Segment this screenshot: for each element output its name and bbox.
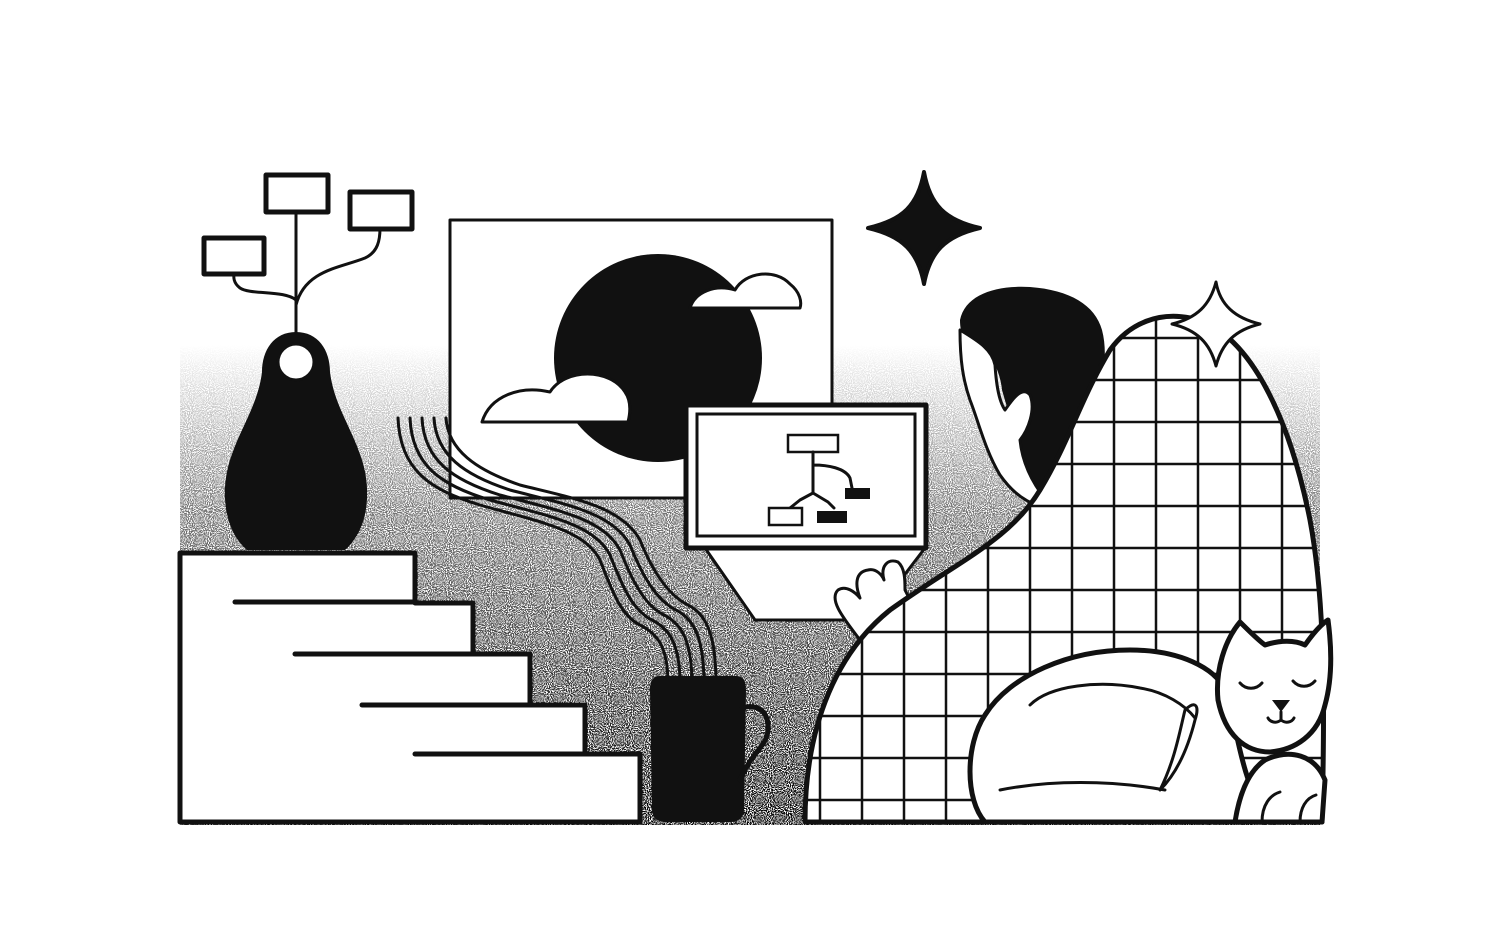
sleeping-cat [967,617,1334,825]
plant-card-top [263,172,331,215]
outline-star-icon [1170,280,1262,368]
plant-card-left [201,235,267,277]
flowchart-icon [767,433,870,527]
staircase [177,550,643,825]
sparkle-star-icon [866,170,982,286]
vase [224,332,368,550]
plant-branches [201,172,415,357]
cloud-top [688,272,803,310]
laptop [683,402,929,622]
coffee-mug [650,676,771,822]
steam-lines [396,416,718,687]
vase-hole [276,342,316,382]
cloud-bottom [480,372,632,424]
plant-card-right [347,189,415,232]
